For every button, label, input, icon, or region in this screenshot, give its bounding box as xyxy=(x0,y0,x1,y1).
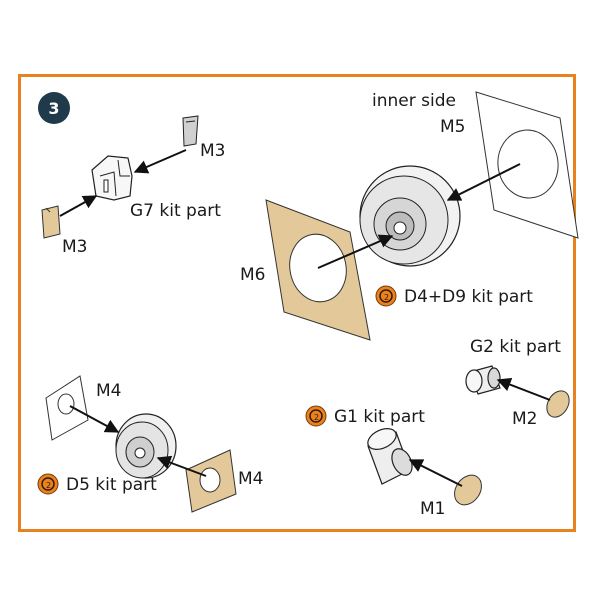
label-g7: G7 kit part xyxy=(130,201,221,221)
main-wheel xyxy=(359,165,461,267)
m2-mask xyxy=(546,390,570,418)
arrow xyxy=(59,195,98,217)
g2-part xyxy=(465,365,501,395)
label-m2: M2 xyxy=(512,409,537,429)
remove-part-icon xyxy=(375,285,397,307)
arrow xyxy=(446,163,521,201)
arrow xyxy=(133,149,187,174)
label-m3-top: M3 xyxy=(200,141,225,161)
step-badge: 3 xyxy=(38,92,70,124)
g1-part xyxy=(367,428,413,485)
remove-part-icon xyxy=(37,473,59,495)
label-m4-top: M4 xyxy=(96,381,121,401)
label-d4d9: D4+D9 kit part xyxy=(404,287,533,307)
remove-part-icon xyxy=(305,405,327,427)
label-m6: M6 xyxy=(240,265,265,285)
label-d5: D5 kit part xyxy=(66,475,157,495)
m3-top-part xyxy=(182,115,199,147)
instruction-frame xyxy=(18,74,576,532)
g2-assembly: G2 kit part M2 xyxy=(465,337,570,429)
arrow xyxy=(496,377,551,401)
label-inner-side: inner side xyxy=(372,91,456,111)
m1-mask xyxy=(454,474,482,506)
nose-wheel xyxy=(115,413,177,479)
step-badge-circle xyxy=(38,92,70,124)
g7-part xyxy=(91,155,133,201)
m3-bottom-part xyxy=(41,205,61,239)
arrow xyxy=(156,455,207,477)
label-m1: M1 xyxy=(420,499,445,519)
g7-assembly: M3 G7 kit part M3 xyxy=(41,115,225,257)
main-wheel-assembly: inner side M5 M6 D4+D9 kit part xyxy=(240,91,579,341)
arrow xyxy=(317,234,394,269)
arrow xyxy=(408,459,463,487)
label-g1: G1 kit part xyxy=(334,407,425,427)
g1-assembly: G1 kit part M1 xyxy=(305,405,482,519)
arrow xyxy=(69,405,120,433)
nose-wheel-assembly: M4 D5 kit part M4 xyxy=(37,375,263,513)
label-m3-bottom: M3 xyxy=(62,237,87,257)
label-m4-bottom: M4 xyxy=(238,469,263,489)
step-number: 3 xyxy=(48,99,59,118)
label-m5: M5 xyxy=(440,117,465,137)
label-g2: G2 kit part xyxy=(470,337,561,357)
